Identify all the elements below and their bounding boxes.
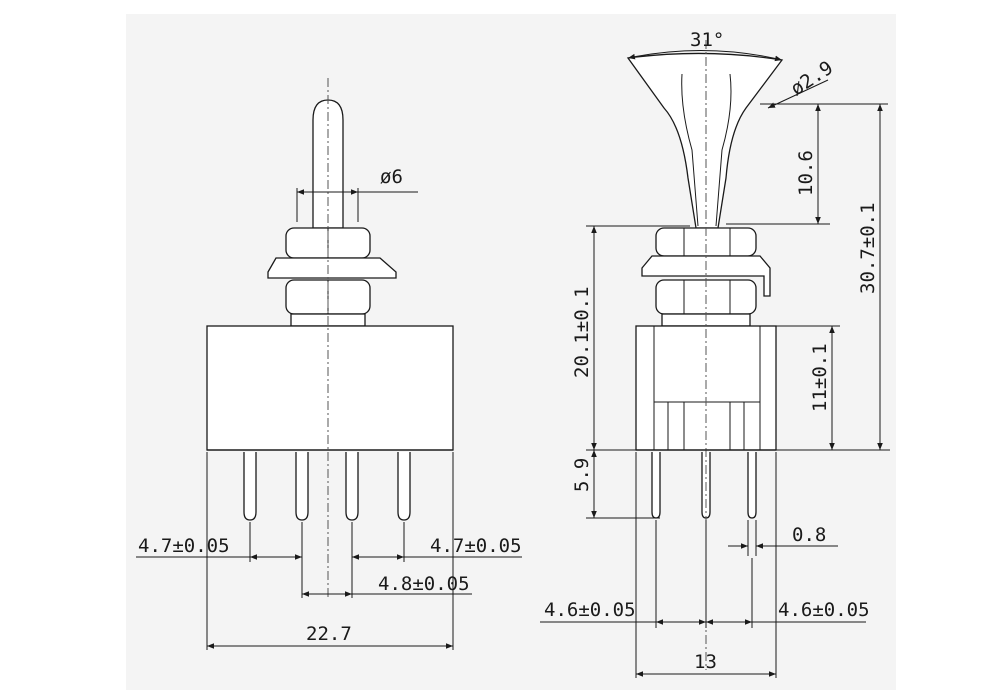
front-view: ø6 4.7±0.05 4.7±0.05 4.8±0.05 22.7 — [136, 78, 522, 650]
front-washer — [267, 257, 397, 279]
side-view: 31° ø2.9 10.6 30.7±0.1 20.1±0.1 11±0.1 5… — [540, 29, 890, 678]
dim-lever-tip-diameter: ø2.9 — [787, 57, 837, 100]
side-lever — [626, 52, 784, 229]
front-pins — [243, 452, 411, 521]
dim-lever-diameter: ø6 — [380, 166, 403, 188]
dim-lever-angle: 31° — [690, 29, 724, 51]
front-body — [206, 325, 454, 451]
dim-pin-pitch-right: 4.7±0.05 — [430, 535, 522, 557]
dim-pin-length: 5.9 — [571, 458, 593, 492]
dim-side-body-width: 13 — [694, 651, 717, 673]
dim-side-pin-pitch-right: 4.6±0.05 — [778, 599, 870, 621]
dim-lever-height: 10.6 — [795, 150, 817, 196]
dim-body-width: 22.7 — [306, 623, 352, 645]
dim-pin-pitch-left: 4.7±0.05 — [138, 535, 230, 557]
dim-body-height: 11±0.1 — [809, 343, 831, 412]
dim-bushing-height: 20.1±0.1 — [571, 286, 593, 378]
dim-overall-height: 30.7±0.1 — [857, 202, 879, 294]
side-pins — [651, 452, 757, 519]
dim-pin-width: 0.8 — [792, 524, 826, 546]
side-washer — [641, 255, 771, 297]
dim-pin-pitch-center: 4.8±0.05 — [378, 573, 470, 595]
dim-side-pin-pitch-left: 4.6±0.05 — [544, 599, 636, 621]
